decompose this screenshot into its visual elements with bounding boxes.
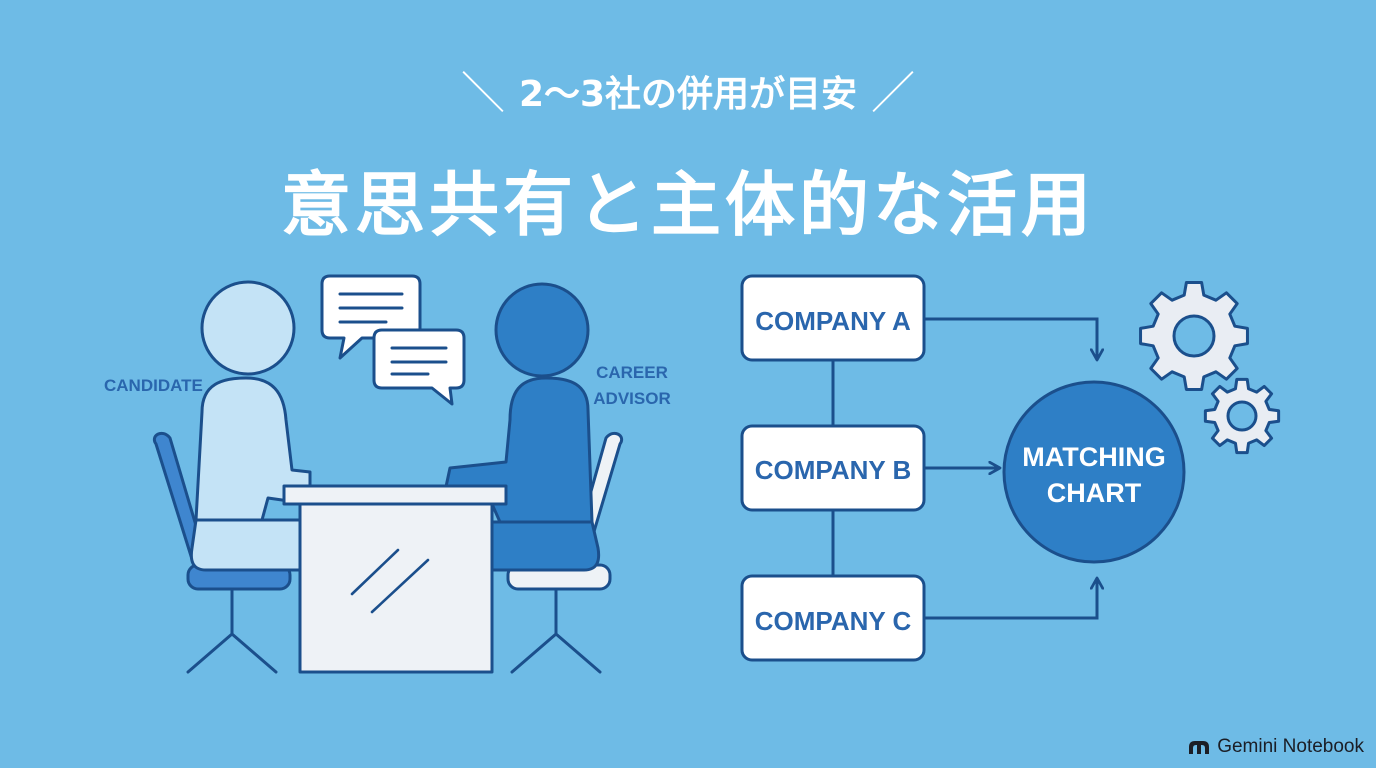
main-title: 意思共有と主体的な活用 xyxy=(281,164,1095,246)
company-box-c: COMPANY C xyxy=(740,574,926,662)
meeting-scene xyxy=(153,274,623,674)
company-box-a: COMPANY A xyxy=(740,274,926,362)
brand-watermark: Gemini Notebook xyxy=(1187,736,1364,758)
advisor-label-line1: CAREER xyxy=(596,363,668,382)
brand-name: Gemini Notebook xyxy=(1217,736,1364,757)
candidate-person xyxy=(189,280,320,572)
gear-icon xyxy=(1139,281,1249,391)
notebook-logo-icon xyxy=(1189,741,1210,754)
matching-chart-label-line1: MATCHING xyxy=(1022,442,1165,472)
matching-chart-circle: MATCHING CHART xyxy=(1002,380,1186,564)
subtitle-text: 2〜3社の併用が目安 xyxy=(518,74,858,115)
arrow-a-to-chart xyxy=(924,317,1097,360)
candidate-label: CANDIDATE xyxy=(104,376,203,395)
matching-chart-label-line2: CHART xyxy=(1047,478,1142,508)
advisor-label-line2: ADVISOR xyxy=(593,389,670,408)
arrow-c-to-chart xyxy=(924,578,1097,620)
meeting-table xyxy=(282,484,508,674)
company-c-label: COMPANY C xyxy=(755,606,912,636)
company-box-b: COMPANY B xyxy=(740,424,926,512)
company-b-label: COMPANY B xyxy=(755,455,912,485)
gear-icon xyxy=(1203,377,1281,455)
subtitle-open-mark: ＼ xyxy=(460,68,505,119)
speech-bubble-icon xyxy=(372,328,466,406)
subtitle: ＼ 2〜3社の併用が目安 ／ xyxy=(0,64,1376,125)
company-a-label: COMPANY A xyxy=(755,306,911,336)
subtitle-close-mark: ／ xyxy=(871,68,916,119)
